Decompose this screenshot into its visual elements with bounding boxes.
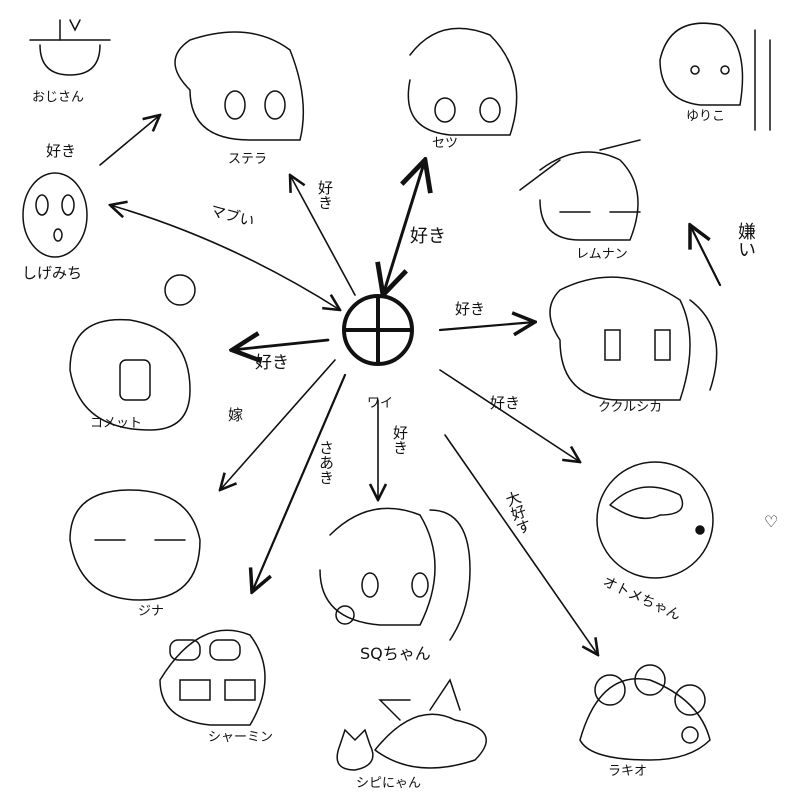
face-chipie	[336, 678, 487, 771]
name-remnan: レムナン	[576, 247, 628, 262]
arrow-wai-raqio	[444, 434, 598, 655]
arrow-wai-setsu	[383, 160, 425, 295]
face-gina	[69, 489, 201, 601]
name-sq: SQちゃん	[360, 644, 431, 663]
name-ojisan: おじさん	[32, 90, 85, 105]
face-remnan	[519, 139, 641, 241]
edge-arrows	[99, 115, 722, 655]
face-stella	[174, 31, 305, 141]
arrow-wai-otome	[439, 369, 580, 462]
face-yuriko	[659, 22, 771, 131]
edge-label-wai-comet: 好き	[255, 353, 289, 373]
name-yuriko: ゆりこ	[686, 109, 726, 124]
edge-label-wai-otome: 好き	[490, 394, 521, 412]
edge-label-wai-stella: 好き	[316, 180, 334, 210]
name-chipie: シピにゃん	[356, 776, 422, 791]
face-otome	[596, 461, 714, 579]
face-comet	[69, 274, 196, 431]
arrow-wai-shigemichi	[110, 205, 340, 310]
name-raqio: ラキオ	[608, 764, 648, 779]
face-shigemichi	[22, 172, 88, 258]
arrow-wai-comet	[232, 340, 330, 350]
name-comet: コメット	[90, 416, 143, 431]
arrow-kukulushka-remnan	[690, 225, 722, 287]
edge-label-kukulushka-remnan: 嫌い	[735, 222, 756, 258]
arrow-wai-kukulushka	[438, 322, 535, 330]
edge-label-wai-setsu: 好き	[410, 226, 446, 247]
arrow-wai-shamin	[252, 373, 347, 592]
edge-label-wai-kukulushka: 好き	[455, 300, 486, 318]
name-shamin: シャーミン	[208, 730, 274, 745]
edge-label-wai-sq: 好き	[391, 425, 409, 455]
arrow-wai-gina	[220, 359, 336, 490]
face-sq	[319, 507, 471, 641]
edge-label-wai-shamin: さあき	[317, 440, 335, 485]
name-stella: ステラ	[228, 152, 268, 167]
name-kukulushka: ククルシカ	[598, 400, 663, 415]
heart-icon: ♡	[764, 512, 779, 531]
face-setsu	[407, 27, 518, 136]
face-raqio	[579, 664, 711, 761]
edge-label-shigemichi-stella: 好き	[46, 142, 77, 160]
center-node-icon	[342, 294, 414, 366]
edge-label-wai-gina: 嫁	[228, 406, 244, 424]
name-shigemichi: しげみち	[22, 264, 83, 282]
arrow-wai-stella	[290, 175, 356, 296]
face-ojisan	[29, 19, 111, 76]
name-setsu: セツ	[432, 136, 459, 151]
arrow-shigemichi-stella	[99, 115, 160, 166]
name-gina: ジナ	[138, 604, 165, 619]
face-shamin	[159, 629, 266, 726]
center-name: ワイ	[367, 396, 394, 411]
face-kukulushka	[549, 276, 718, 401]
